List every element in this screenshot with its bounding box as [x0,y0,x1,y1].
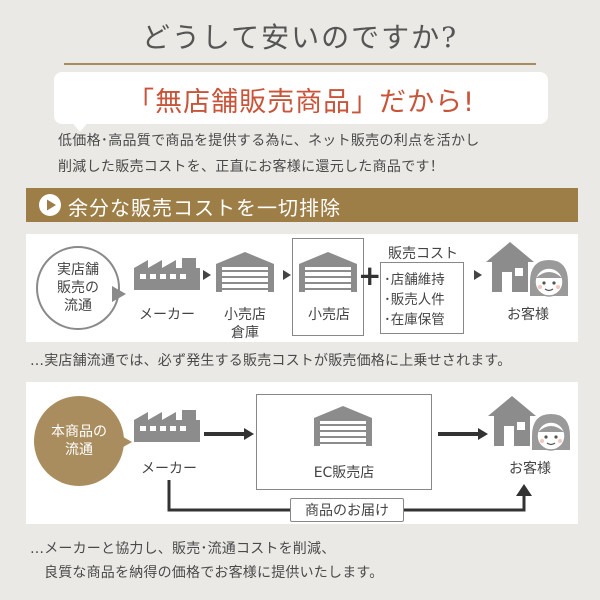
arrow-right-icon [203,270,211,280]
intro-line-2: 削減した販売コストを、正直にお客様に還元した商品です！ [58,159,445,175]
store-flow-warehouse-label-line1: 小売店 [224,307,266,323]
store-flow-label-line1: 実店舗 [57,262,99,278]
store-icon [312,404,374,446]
cost-item: ･店舗維持 [384,272,445,288]
ec-flow-label: 本商品の 流通 [34,396,124,486]
highlight-bubble [54,72,548,124]
store-flow-label-line2: 販売の [57,280,99,296]
ec-flow-note-line1: …メーカーと協力し、販売･流通コストを削減、 [30,541,336,557]
page-title: どうして安いのですか? [141,21,459,54]
factory-icon [134,408,200,442]
arrow-right-icon [474,270,482,280]
section-banner [26,188,578,222]
cost-items-box [380,262,464,334]
store-flow-label: 実店舗 販売の 流通 [36,246,120,330]
intro-line-1: 低価格･高品質で商品を提供する為に、ネット販売の利点を活かし [58,133,480,149]
store-flow-maker-label: メーカー [139,307,195,323]
store-flow-warehouse-label-line2: 倉庫 [231,325,259,341]
plus-icon: + [358,259,382,292]
arrow-right-icon [204,428,254,440]
delivery-label-box [290,498,404,522]
arrow-right-icon [438,428,488,440]
title-divider [64,63,536,65]
store-flow-retailer-label: 小売店 [308,307,350,323]
store-icon [297,250,359,292]
house-icon [486,394,574,448]
cost-title: 販売コスト [388,246,458,262]
ec-flow-note-line2: 良質な商品を納得の価格でお客様に提供いたします。 [44,565,384,581]
store-flow-note: …実店舗流通では、必ず発生する販売コストが販売価格に上乗せされます。 [30,353,512,369]
delivery-label: 商品のお届け [305,503,389,519]
arrow-right-icon [283,270,291,280]
ec-flow-label-line1: 本商品の [51,424,107,440]
store-flow-label-line3: 流通 [64,298,92,314]
house-icon [484,240,572,294]
store-flow-customer-label: お客様 [507,307,549,323]
ec-flow-maker-label: メーカー [141,461,197,477]
store-flow-label-pointer [112,286,126,302]
cost-item: ･在庫保管 [384,312,445,328]
warehouse-icon [214,250,276,292]
cost-item: ･販売人件 [384,292,445,308]
highlight-text: 「無店舗販売商品」だから! [127,87,475,118]
factory-icon [134,256,200,290]
play-icon [38,193,62,217]
customer-person-icon [526,258,572,298]
banner-text: 余分な販売コストを一切排除 [68,196,341,220]
customer-person-icon [528,412,574,452]
highlight-bubble-tail [70,120,90,132]
ec-flow-label-line2: 流通 [65,442,93,458]
ec-flow-customer-label: お客様 [509,461,551,477]
ec-flow-label-pointer [118,434,132,450]
ec-store-label: EC販売店 [313,465,375,481]
